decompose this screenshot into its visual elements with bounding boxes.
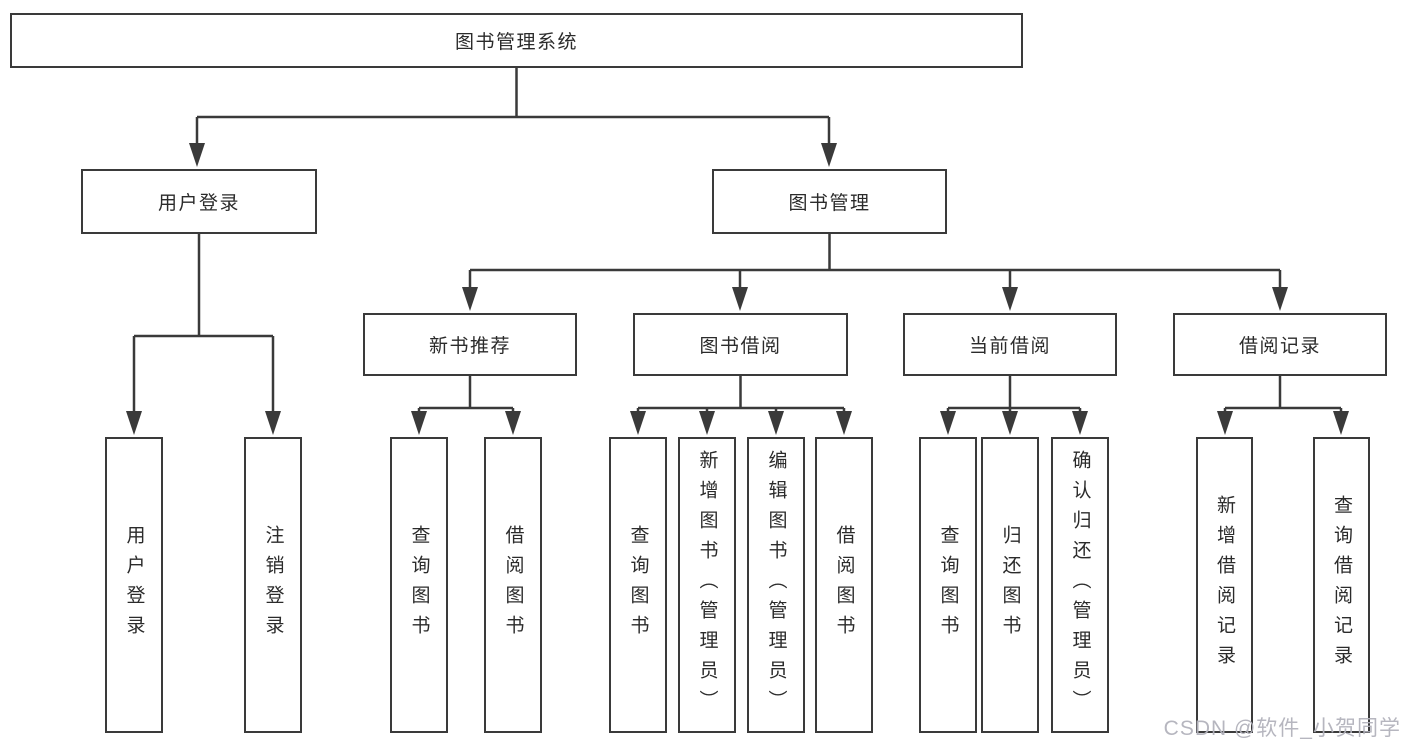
node-label: 新书推荐	[428, 336, 511, 357]
node-label: 借阅记录	[1238, 336, 1321, 357]
node-label: 图书管理	[788, 193, 871, 214]
node-label: 新增图书（管理员）	[696, 450, 718, 720]
node-label: 图书借阅	[699, 336, 782, 357]
node-current-borrowing: 当前借阅	[903, 313, 1117, 376]
node-label: 借阅图书	[502, 525, 524, 645]
node-new-book-recommendation: 新书推荐	[363, 313, 577, 376]
node-label: 借阅图书	[833, 525, 855, 645]
node-label: 新增借阅记录	[1214, 495, 1235, 675]
node-label: 查询图书	[408, 525, 430, 645]
leaf-confirm-return-admin: 确认归还（管理员）	[1051, 437, 1109, 733]
node-label: 用户登录	[123, 525, 145, 645]
node-label: 当前借阅	[968, 336, 1051, 357]
node-label: 查询图书	[627, 525, 649, 645]
node-user-login: 用户登录	[81, 169, 317, 234]
leaf-add-book-admin: 新增图书（管理员）	[678, 437, 736, 733]
node-label: 用户登录	[157, 193, 240, 214]
leaf-query-books-borrowing: 查询图书	[609, 437, 667, 733]
leaf-user-login: 用户登录	[105, 437, 163, 733]
leaf-borrow-books-recommendation: 借阅图书	[484, 437, 542, 733]
node-label: 确认归还（管理员）	[1069, 450, 1091, 720]
node-label: 查询借阅记录	[1331, 495, 1352, 675]
node-book-management: 图书管理	[712, 169, 947, 234]
leaf-add-borrow-record: 新增借阅记录	[1196, 437, 1253, 733]
csdn-watermark: CSDN @软件_小贺同学	[1163, 717, 1401, 740]
node-library-management-system: 图书管理系统	[10, 13, 1023, 68]
leaf-logout: 注销登录	[244, 437, 302, 733]
node-label: 查询图书	[937, 525, 959, 645]
node-label: 注销登录	[262, 525, 284, 645]
node-borrowing-records: 借阅记录	[1173, 313, 1387, 376]
leaf-query-books-recommendation: 查询图书	[390, 437, 448, 733]
node-label: 图书管理系统	[454, 32, 578, 53]
leaf-return-book: 归还图书	[981, 437, 1039, 733]
leaf-query-books-current: 查询图书	[919, 437, 977, 733]
node-label: 归还图书	[999, 525, 1021, 645]
arrowheads	[126, 143, 1349, 435]
leaf-borrow-books-borrowing: 借阅图书	[815, 437, 873, 733]
node-label: 编辑图书（管理员）	[765, 450, 787, 720]
leaf-query-borrow-record: 查询借阅记录	[1313, 437, 1370, 733]
leaf-edit-book-admin: 编辑图书（管理员）	[747, 437, 805, 733]
node-book-borrowing: 图书借阅	[633, 313, 848, 376]
